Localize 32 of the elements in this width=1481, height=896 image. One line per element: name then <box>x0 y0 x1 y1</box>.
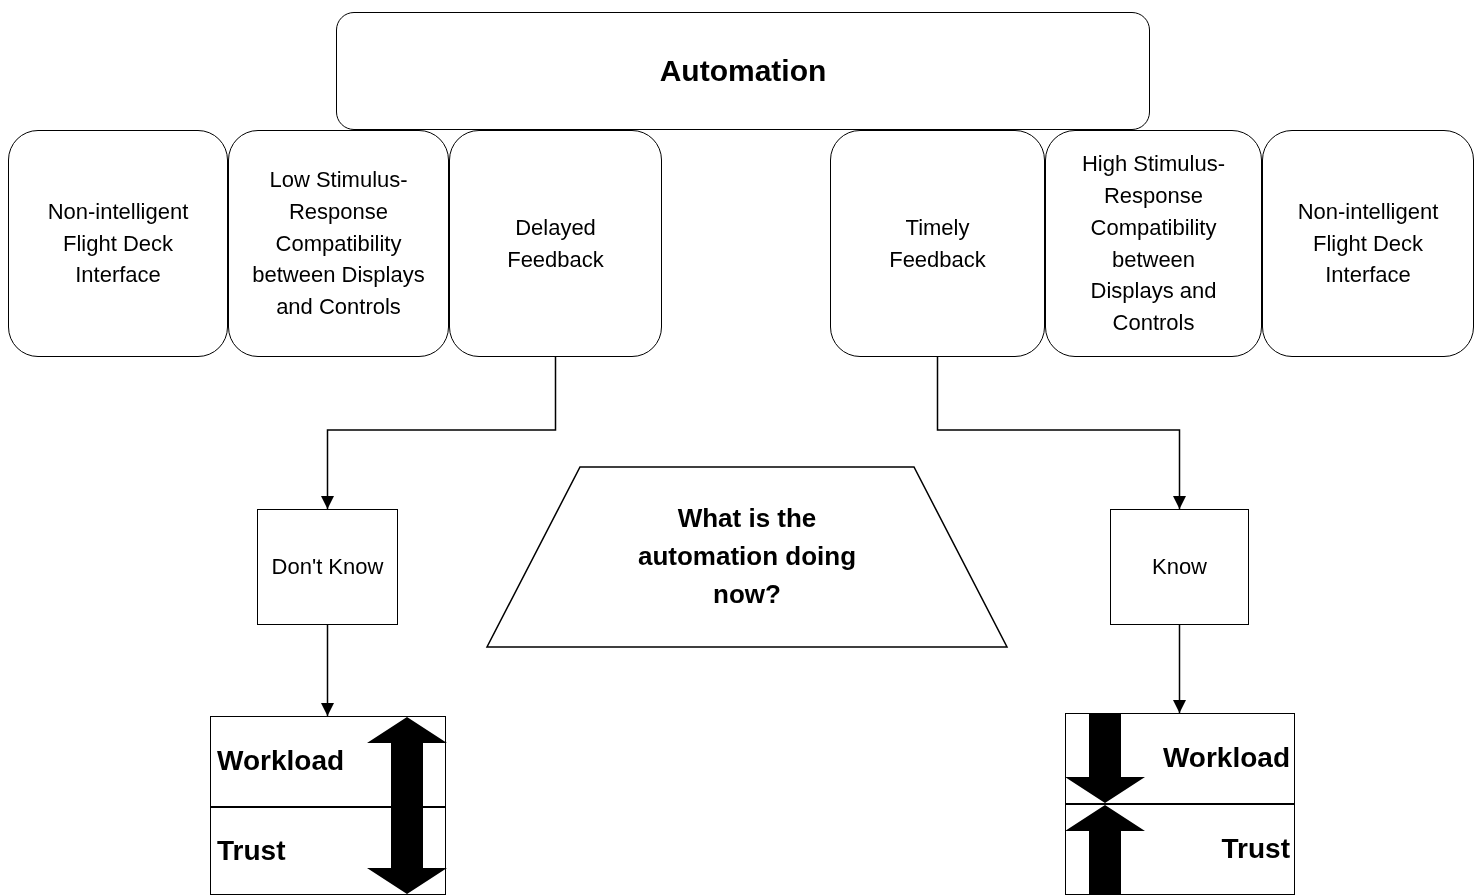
arrow <box>1173 624 1186 714</box>
table-row <box>1065 713 1295 804</box>
node-label: Trust <box>1221 832 1290 867</box>
node-label: Non-intelligent Flight Deck Interface <box>1296 197 1440 290</box>
arrow <box>321 356 557 510</box>
rounded-box <box>1045 130 1262 357</box>
rounded-box <box>830 130 1045 357</box>
node-label: Workload <box>217 744 345 779</box>
arrow <box>936 356 1186 510</box>
node-label: Workload <box>1162 741 1290 776</box>
table-row <box>1065 804 1295 895</box>
node-label: Know <box>1151 553 1207 582</box>
node-label: Non-intelligent Flight Deck Interface <box>46 197 190 290</box>
rounded-box <box>449 130 662 357</box>
node-label: Delayed Feedback <box>506 213 605 274</box>
node-label: What is the automation doing now? <box>636 502 858 611</box>
node-label: Automation <box>659 53 827 90</box>
arrow <box>321 624 334 717</box>
table-row <box>210 807 446 895</box>
rounded-box <box>1262 130 1474 357</box>
process-box <box>1110 509 1249 625</box>
trapezoid-shape <box>486 466 1008 648</box>
rounded-box <box>228 130 449 357</box>
rounded-box <box>336 12 1150 130</box>
node-label: Low Stimulus-Response Compatibility between Displays and Controls <box>251 165 426 322</box>
table-row <box>210 716 446 807</box>
process-box <box>257 509 398 625</box>
node-label: High Stimulus-Response Compatibility between Displays and Controls <box>1080 149 1226 338</box>
node-label: Trust <box>217 833 286 868</box>
rounded-box <box>8 130 228 357</box>
node-label: Don't Know <box>271 553 384 582</box>
node-label: Timely Feedback <box>888 213 987 274</box>
